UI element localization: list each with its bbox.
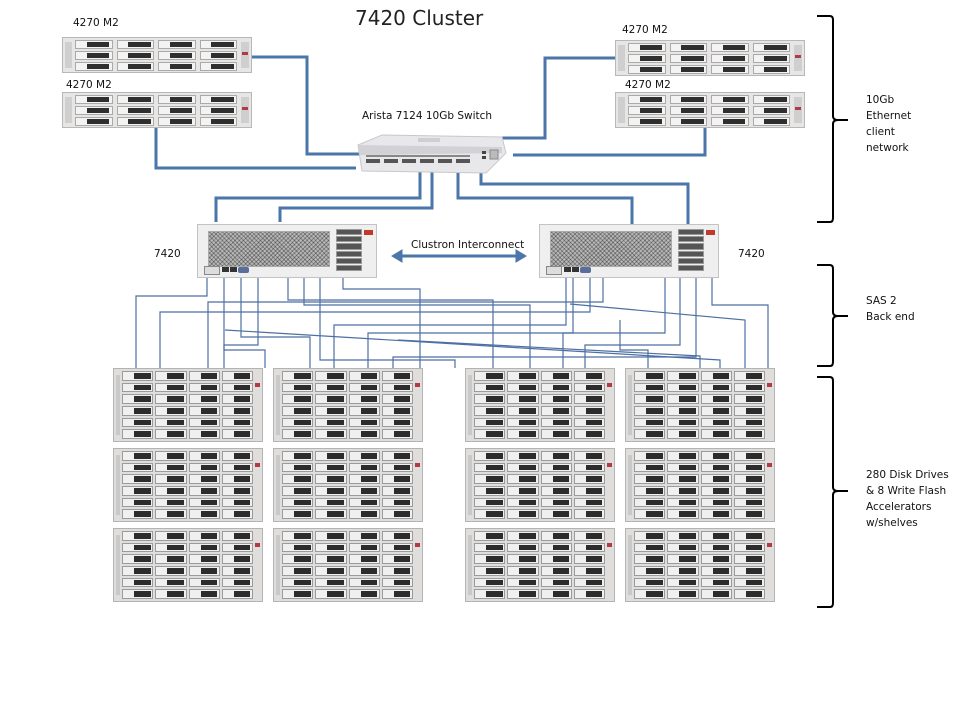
sas-link: [397, 339, 701, 368]
sas-link: [562, 278, 666, 368]
ethernet-link: [252, 55, 365, 156]
disk-shelf-8: [625, 448, 775, 522]
label-ethernet: 10Gb Ethernet client network: [866, 92, 911, 156]
ethernet-link: [456, 172, 634, 224]
server-label: 4270 M2: [73, 17, 119, 29]
ethernet-link: [513, 128, 707, 157]
server-label: 4270 M2: [622, 24, 668, 36]
label-line: 280 Disk Drives: [866, 469, 949, 481]
disk-shelf-7: [465, 448, 615, 522]
disk-shelf-12: [625, 528, 775, 602]
interconnect-arrow: [391, 249, 527, 263]
disk-shelf-3: [465, 368, 615, 442]
sas-link: [240, 278, 311, 368]
sas-link: [342, 278, 421, 368]
sas-link: [392, 278, 697, 368]
disk-shelf-5: [113, 448, 263, 522]
disk-shelf-4: [625, 368, 775, 442]
sas-link: [287, 278, 494, 368]
ethernet-link: [278, 170, 434, 222]
brackets: [817, 15, 848, 608]
ethernet-links: [154, 55, 707, 224]
controller-7420-1: [197, 224, 377, 278]
label-line: & 8 Write Flash: [866, 485, 947, 497]
client-server-4270-2: [62, 92, 252, 128]
sas-link: [303, 278, 531, 368]
label-line: 10Gb: [866, 94, 895, 106]
ethernet-link: [485, 56, 615, 140]
sas-link: [619, 320, 649, 368]
disk-shelf-11: [465, 528, 615, 602]
label-line: Back end: [866, 311, 915, 323]
server-label: 4270 M2: [625, 79, 671, 91]
ethernet-link: [214, 170, 422, 222]
switch-label: Arista 7124 10Gb Switch: [362, 110, 493, 122]
sas-link: [367, 278, 574, 368]
sas-link: [569, 303, 746, 368]
label-line: w/shelves: [866, 517, 918, 529]
disk-shelf-6: [273, 448, 423, 522]
client-server-4270-3: [615, 40, 805, 76]
disk-shelf-9: [113, 528, 263, 602]
bracket-storage: [817, 376, 848, 608]
sas-link: [711, 278, 769, 368]
sas-link: [135, 278, 208, 368]
controller-label: 7420: [738, 248, 765, 260]
label-line: Accelerators: [866, 501, 932, 513]
sas-links: [135, 278, 769, 368]
ethernet-link: [154, 126, 356, 170]
sas-link: [207, 278, 604, 368]
label-sas: SAS 2 Back end: [866, 293, 915, 325]
client-server-4270-1: [62, 37, 252, 73]
bracket-sas: [817, 264, 848, 367]
arista-switch: [357, 134, 507, 174]
bracket-ethernet: [817, 15, 848, 223]
label-line: Ethernet: [866, 110, 912, 122]
disk-shelf-10: [273, 528, 423, 602]
server-label: 4270 M2: [66, 79, 112, 91]
disk-shelf-2: [273, 368, 423, 442]
label-storage: 280 Disk Drives & 8 Write Flash Accelera…: [866, 467, 949, 531]
ethernet-link: [479, 164, 690, 224]
diagram-title: 7420 Cluster: [355, 6, 484, 30]
sas-link: [224, 329, 721, 368]
label-line: network: [866, 142, 909, 154]
label-line: client: [866, 126, 895, 138]
interconnect-label: Clustron Interconnect: [411, 239, 525, 251]
client-server-4270-4: [615, 92, 805, 128]
sas-link: [319, 278, 456, 368]
controller-7420-2: [539, 224, 719, 278]
label-line: SAS 2: [866, 295, 897, 307]
disk-shelf-1: [113, 368, 263, 442]
sas-link: [159, 278, 591, 368]
sas-link: [333, 278, 567, 368]
sas-link: [223, 278, 266, 368]
controller-label: 7420: [154, 248, 181, 260]
